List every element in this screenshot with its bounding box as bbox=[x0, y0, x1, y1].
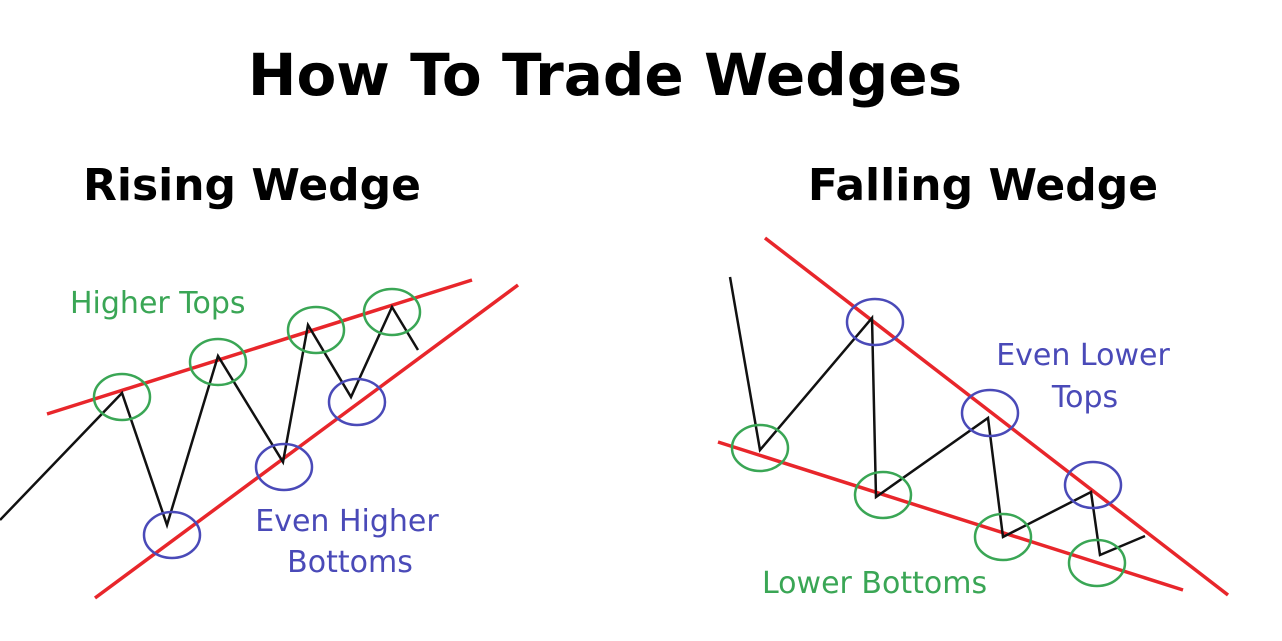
green-circle-marker bbox=[973, 512, 1033, 562]
price-path bbox=[0, 304, 420, 530]
green-circle-marker bbox=[286, 305, 346, 355]
blue-circle-marker bbox=[960, 388, 1020, 438]
blue-circle-marker bbox=[327, 377, 387, 427]
price-path bbox=[728, 276, 1146, 557]
blue-circle-marker bbox=[1063, 460, 1123, 510]
green-circle-marker bbox=[92, 372, 152, 422]
bottoms-label: Bottoms bbox=[287, 545, 413, 580]
falling-wedge-heading: Falling Wedge bbox=[808, 160, 1158, 211]
rising-wedge-chart bbox=[0, 278, 520, 600]
lower-bottoms-label: Lower Bottoms bbox=[762, 566, 987, 601]
even-higher-label: Even Higher bbox=[255, 504, 439, 539]
blue-circle-marker bbox=[845, 297, 905, 347]
blue-circle-marker bbox=[254, 442, 314, 492]
green-circle-marker bbox=[853, 470, 913, 520]
green-circle-marker bbox=[1067, 538, 1127, 588]
green-circle-marker bbox=[188, 337, 248, 387]
green-circle-marker bbox=[730, 423, 790, 473]
lower-trendline bbox=[717, 440, 1184, 592]
green-circle-marker bbox=[362, 287, 422, 337]
falling-wedge-chart bbox=[717, 236, 1230, 597]
even-lower-label: Even Lower bbox=[996, 338, 1170, 373]
upper-trendline bbox=[763, 236, 1230, 597]
lower-trendline bbox=[93, 283, 520, 600]
main-title: How To Trade Wedges bbox=[248, 41, 962, 109]
rising-wedge-heading: Rising Wedge bbox=[83, 160, 421, 211]
blue-circle-marker bbox=[142, 510, 202, 560]
tops-label: Tops bbox=[1051, 380, 1118, 415]
upper-trendline bbox=[46, 278, 473, 416]
higher-tops-label: Higher Tops bbox=[70, 286, 246, 321]
